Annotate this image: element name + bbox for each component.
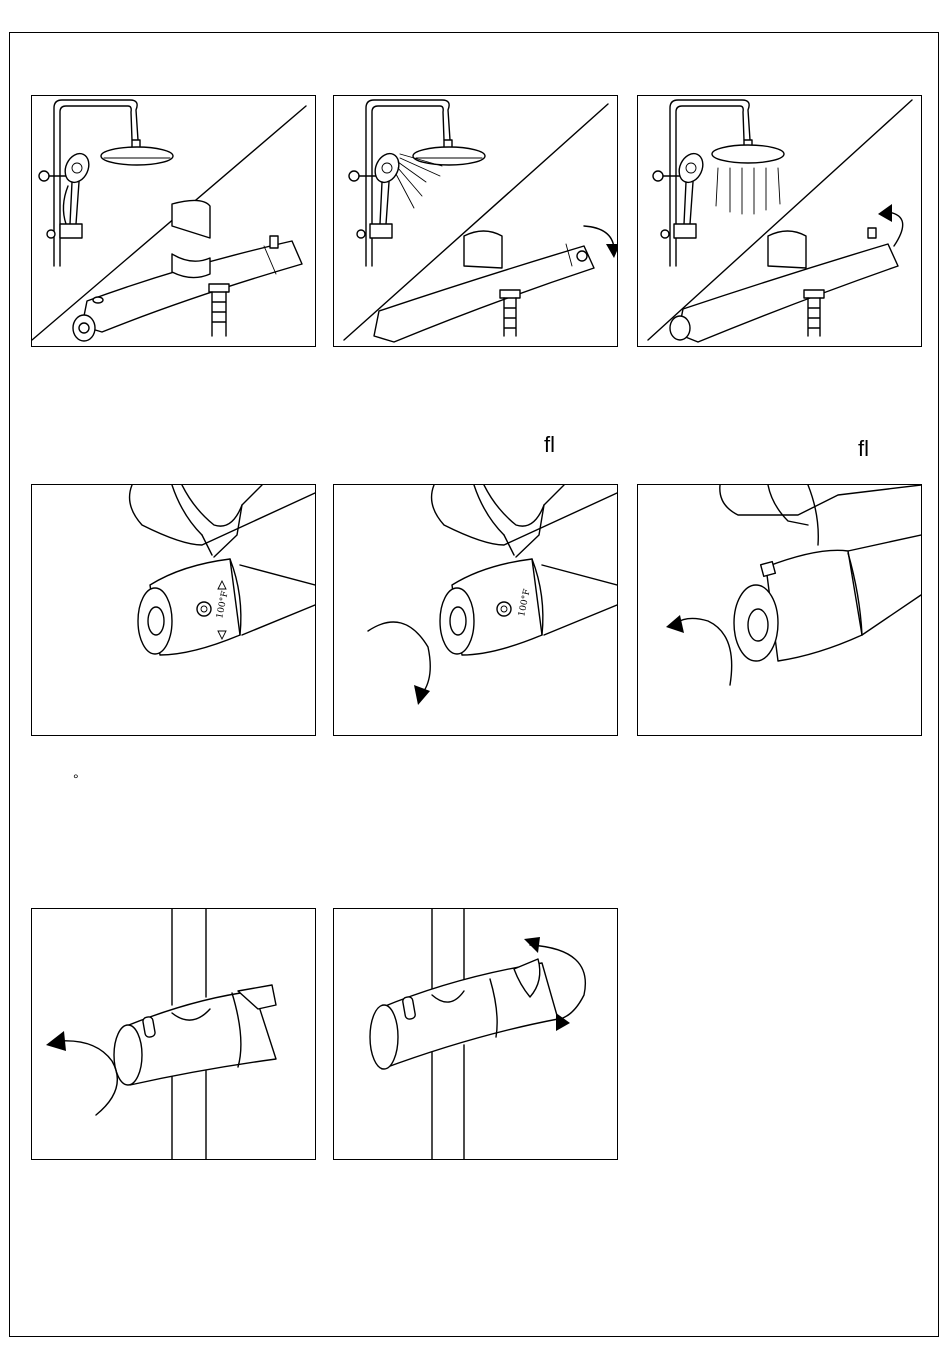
ligature-mark-1: ﬂ	[544, 434, 555, 456]
figure-slider-holder-2	[333, 908, 618, 1160]
shower-system-illustration	[32, 96, 315, 346]
temperature-knob-illustration: 100°F	[32, 485, 315, 735]
figure-shower-overview-3	[637, 95, 922, 347]
degree-mark: °	[73, 772, 79, 786]
ligature-mark-2: ﬂ	[858, 438, 869, 460]
figure-temperature-knob-1: 100°F	[31, 484, 316, 736]
figure-temperature-knob-2: 100°F	[333, 484, 618, 736]
figure-temperature-knob-3	[637, 484, 922, 736]
figure-shower-overview-1	[31, 95, 316, 347]
slider-holder-rotate-illustration	[334, 909, 617, 1159]
figure-slider-holder-1	[31, 908, 316, 1160]
temperature-knob-reverse-illustration	[638, 485, 921, 735]
shower-system-rain-illustration	[638, 96, 921, 346]
slider-holder-unlock-illustration	[32, 909, 315, 1159]
figure-shower-overview-2	[333, 95, 618, 347]
temperature-knob-rotate-illustration: 100°F	[334, 485, 617, 735]
shower-system-spray-illustration	[334, 96, 617, 346]
